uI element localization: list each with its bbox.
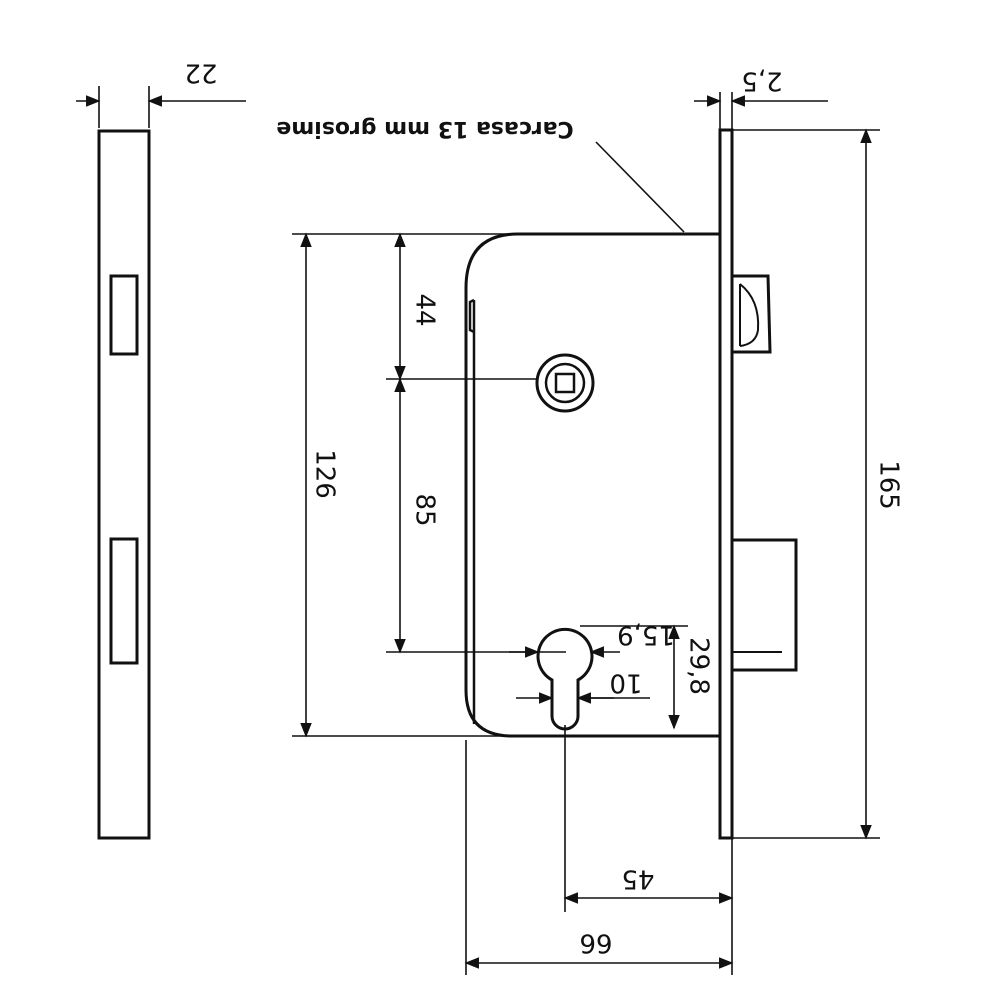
latch-bolt (730, 274, 772, 354)
dead-bolt (730, 538, 798, 672)
dim-total-height: 165 (732, 128, 904, 840)
dim-cylinder-diameter: 15,9 (509, 620, 675, 658)
note-text: Carcasa 13 mm grosime (276, 116, 573, 141)
label-29-8: 29,8 (684, 637, 714, 695)
dim-cylinder-height: 29,8 (580, 624, 714, 730)
handle-follower (535, 353, 595, 413)
label-2-5: 2,5 (741, 66, 782, 96)
dim-center-distance: 85 (386, 377, 566, 654)
dim-handle-offset: 44 (386, 232, 537, 381)
label-85: 85 (410, 493, 440, 526)
label-10: 10 (609, 668, 642, 698)
dim-cylinder-slot: 10 (516, 668, 650, 704)
case-thickness-note: Carcasa 13 mm grosime (276, 116, 685, 233)
label-165: 165 (874, 460, 904, 510)
dim-backset: 45 (563, 725, 734, 975)
forend-plate (718, 128, 734, 840)
latch-slot (109, 274, 139, 356)
label-45: 45 (621, 864, 654, 894)
dim-front-plate-width: 22 (76, 58, 246, 128)
label-44: 44 (410, 293, 440, 326)
label-126: 126 (310, 449, 340, 499)
lock-case (464, 232, 720, 738)
dim-plate-thickness: 2,5 (694, 66, 828, 130)
bolt-slot (109, 537, 139, 665)
dim-case-depth: 66 (464, 740, 734, 975)
front-plate-side-view (97, 129, 151, 840)
label-66: 66 (579, 928, 612, 958)
cylinder-cutout (536, 627, 594, 731)
dim-case-height: 126 (292, 232, 518, 738)
label-22: 22 (184, 58, 217, 88)
label-15-9: 15,9 (617, 620, 675, 650)
